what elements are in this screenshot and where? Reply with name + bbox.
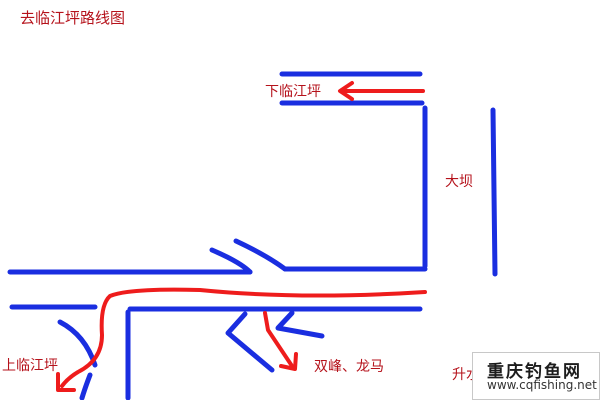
route-lines <box>56 81 427 392</box>
label-shang-linjiangping: 上临江坪 <box>2 358 58 374</box>
lower-branch-edge-1 <box>225 311 275 373</box>
route-to-shuangfeng-arrowhead <box>279 352 298 371</box>
route-to-shuangfeng <box>263 311 294 368</box>
dam-line <box>490 107 498 277</box>
branch-upper-curve-1 <box>209 247 253 275</box>
left-branch-inner-edge <box>57 319 98 368</box>
branch-upper-curve-2 <box>233 238 288 272</box>
label-xia-linjiangping: 下临江坪 <box>265 84 321 100</box>
left-branch-lower-edge <box>79 372 93 400</box>
watermark-site-name: 重庆钓鱼网 <box>487 362 582 382</box>
road-lines <box>7 71 498 400</box>
route-to-xia-arrowhead <box>338 81 354 101</box>
watermark-url: www.cqfishing.net <box>487 378 597 392</box>
route-main <box>60 287 427 388</box>
label-dam: 大坝 <box>445 174 473 190</box>
watermark-box: 重庆钓鱼网 www.cqfishing.net <box>472 352 600 400</box>
label-shuangfeng-longma: 双峰、龙马 <box>314 359 384 375</box>
map-title: 去临江坪路线图 <box>20 9 125 27</box>
route-to-shang-arrowhead <box>56 372 76 392</box>
lower-branch-edge-2 <box>275 310 325 339</box>
